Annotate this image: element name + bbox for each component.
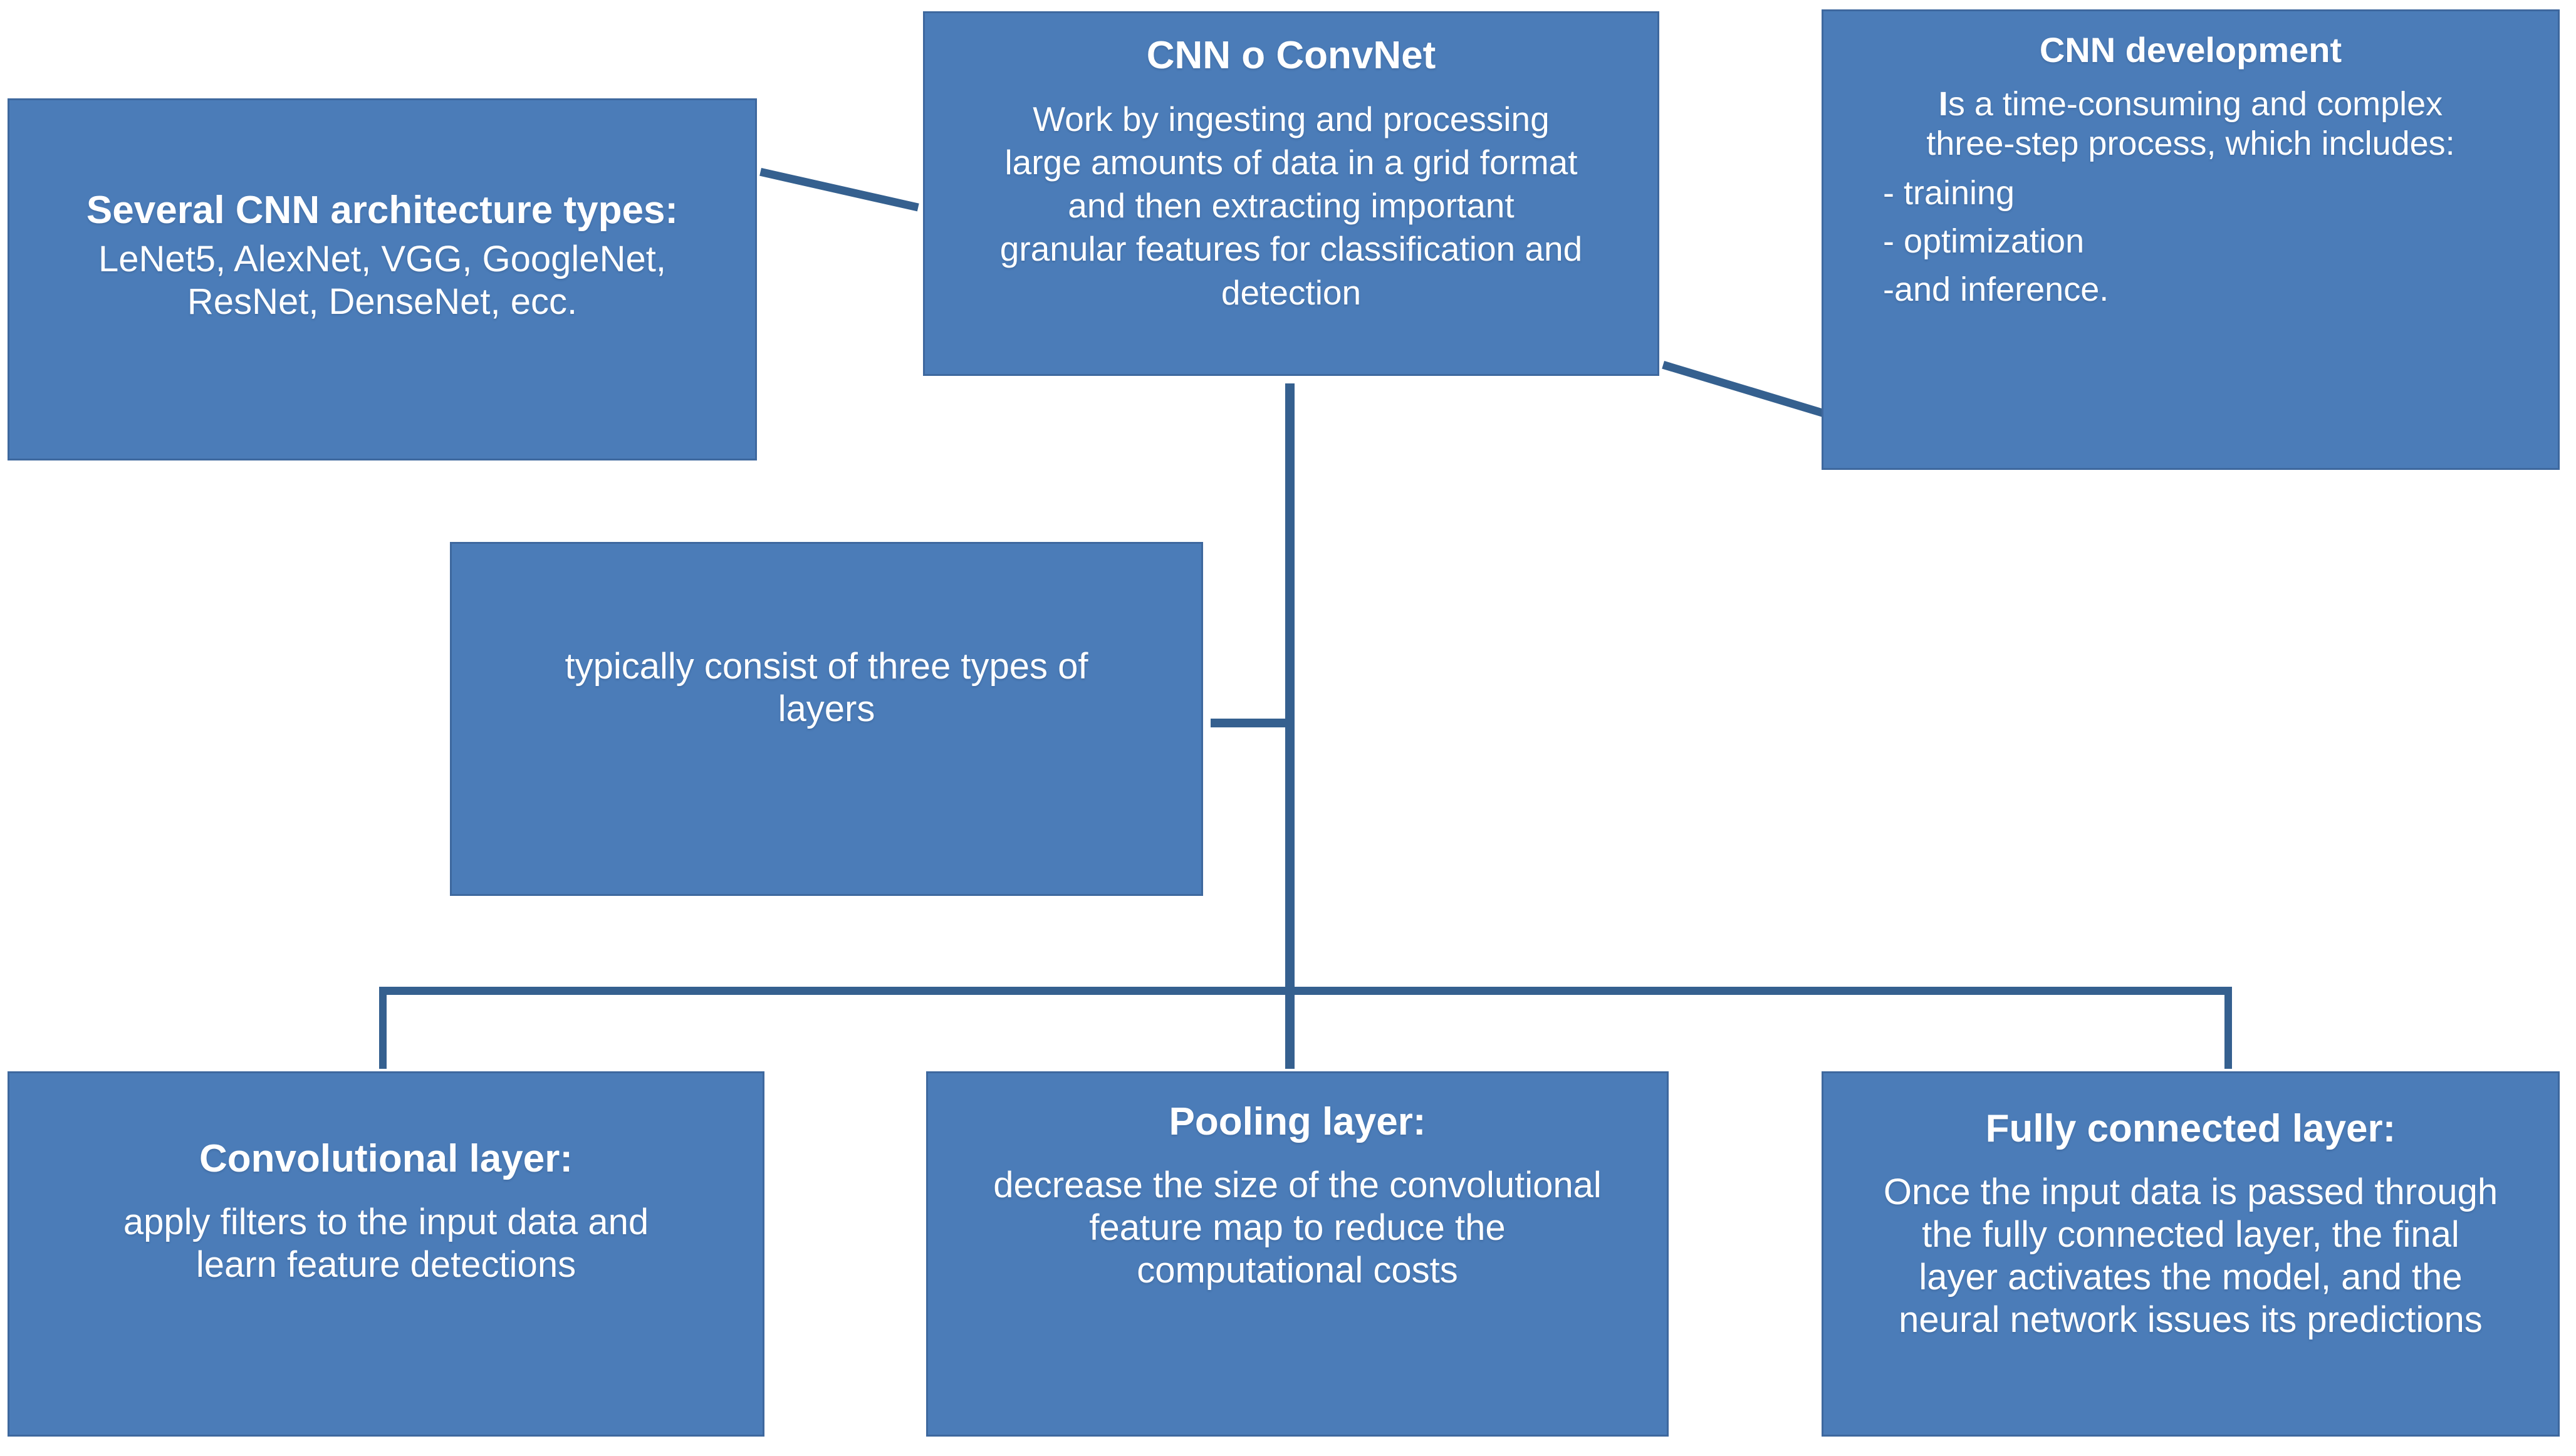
box-body: apply filters to the input data and lear… bbox=[123, 1201, 649, 1286]
box-fully-connected-layer: Fully connected layer: Once the input da… bbox=[1822, 1071, 2560, 1437]
step-item: -and inference. bbox=[1883, 271, 2109, 309]
body-line: Once the input data is passed through bbox=[1883, 1172, 2498, 1213]
body-line: LeNet5, AlexNet, VGG, GoogleNet, bbox=[98, 239, 666, 280]
box-cnn-o-convnet: CNN o ConvNet Work by ingesting and proc… bbox=[923, 11, 1659, 376]
body-line: layer activates the model, and the bbox=[1919, 1256, 2463, 1297]
body-line: neural network issues its predictions bbox=[1899, 1299, 2483, 1340]
box-body: typically consist of three types of laye… bbox=[565, 645, 1088, 731]
connector-horizontal-bus bbox=[379, 987, 2232, 995]
step-item: - optimization bbox=[1883, 222, 2085, 261]
box-title: Pooling layer: bbox=[1169, 1100, 1426, 1144]
box-title: Several CNN architecture types: bbox=[86, 188, 679, 232]
body-line: Work by ingesting and processing bbox=[1033, 99, 1550, 138]
box-three-types-of-layers: typically consist of three types of laye… bbox=[450, 542, 1203, 896]
body-line: ResNet, DenseNet, ecc. bbox=[187, 281, 578, 323]
connector-bus-left-stub bbox=[379, 987, 387, 1069]
connector-bus-right-stub bbox=[2224, 987, 2232, 1069]
box-body: Once the input data is passed through th… bbox=[1884, 1171, 2498, 1341]
box-body: LeNet5, AlexNet, VGG, GoogleNet, ResNet,… bbox=[98, 238, 666, 323]
body-line: the fully connected layer, the final bbox=[1922, 1214, 2459, 1255]
box-title: CNN development bbox=[2039, 30, 2342, 70]
box-title: Fully connected layer: bbox=[1985, 1107, 2396, 1151]
connector-convnet-to-development bbox=[1662, 361, 1825, 417]
body-line: Is a time-consuming and complex bbox=[1926, 85, 2454, 124]
box-body: decrease the size of the convolutional f… bbox=[993, 1164, 1602, 1292]
body-line-rest: s a time-consuming and complex bbox=[1948, 85, 2443, 123]
box-title: CNN o ConvNet bbox=[1146, 34, 1436, 77]
body-line: and then extracting important bbox=[1068, 186, 1515, 226]
box-several-cnn-architecture-types: Several CNN architecture types: LeNet5, … bbox=[8, 98, 757, 460]
connector-architectures-to-convnet bbox=[759, 168, 919, 212]
body-line: granular features for classification and bbox=[999, 229, 1583, 269]
body-line: typically consist of three types of bbox=[565, 645, 1088, 687]
body-line: decrease the size of the convolutional bbox=[993, 1165, 1602, 1205]
box-title: Convolutional layer: bbox=[199, 1137, 573, 1181]
body-line: apply filters to the input data and bbox=[123, 1201, 649, 1242]
step-item: - training bbox=[1883, 174, 2015, 212]
step-list: - training - optimization -and inference… bbox=[1823, 164, 2558, 310]
body-line: detection bbox=[1221, 273, 1362, 312]
connector-layers-stub bbox=[1211, 719, 1286, 727]
box-body: Work by ingesting and processing large a… bbox=[1000, 98, 1582, 315]
box-cnn-development: CNN development Is a time-consuming and … bbox=[1822, 9, 2560, 470]
box-body: Is a time-consuming and complex three-st… bbox=[1926, 85, 2454, 164]
body-line: computational costs bbox=[1137, 1249, 1458, 1291]
box-pooling-layer: Pooling layer: decrease the size of the … bbox=[926, 1071, 1669, 1437]
connector-convnet-vertical-line bbox=[1285, 383, 1295, 1069]
body-line: feature map to reduce the bbox=[1089, 1207, 1506, 1248]
bold-initial: I bbox=[1938, 85, 1948, 123]
body-line: learn feature detections bbox=[196, 1244, 576, 1285]
body-line: layers bbox=[778, 688, 875, 729]
box-convolutional-layer: Convolutional layer: apply filters to th… bbox=[8, 1071, 764, 1437]
body-line: three-step process, which includes: bbox=[1926, 124, 2455, 162]
body-line: large amounts of data in a grid format bbox=[1004, 142, 1578, 182]
